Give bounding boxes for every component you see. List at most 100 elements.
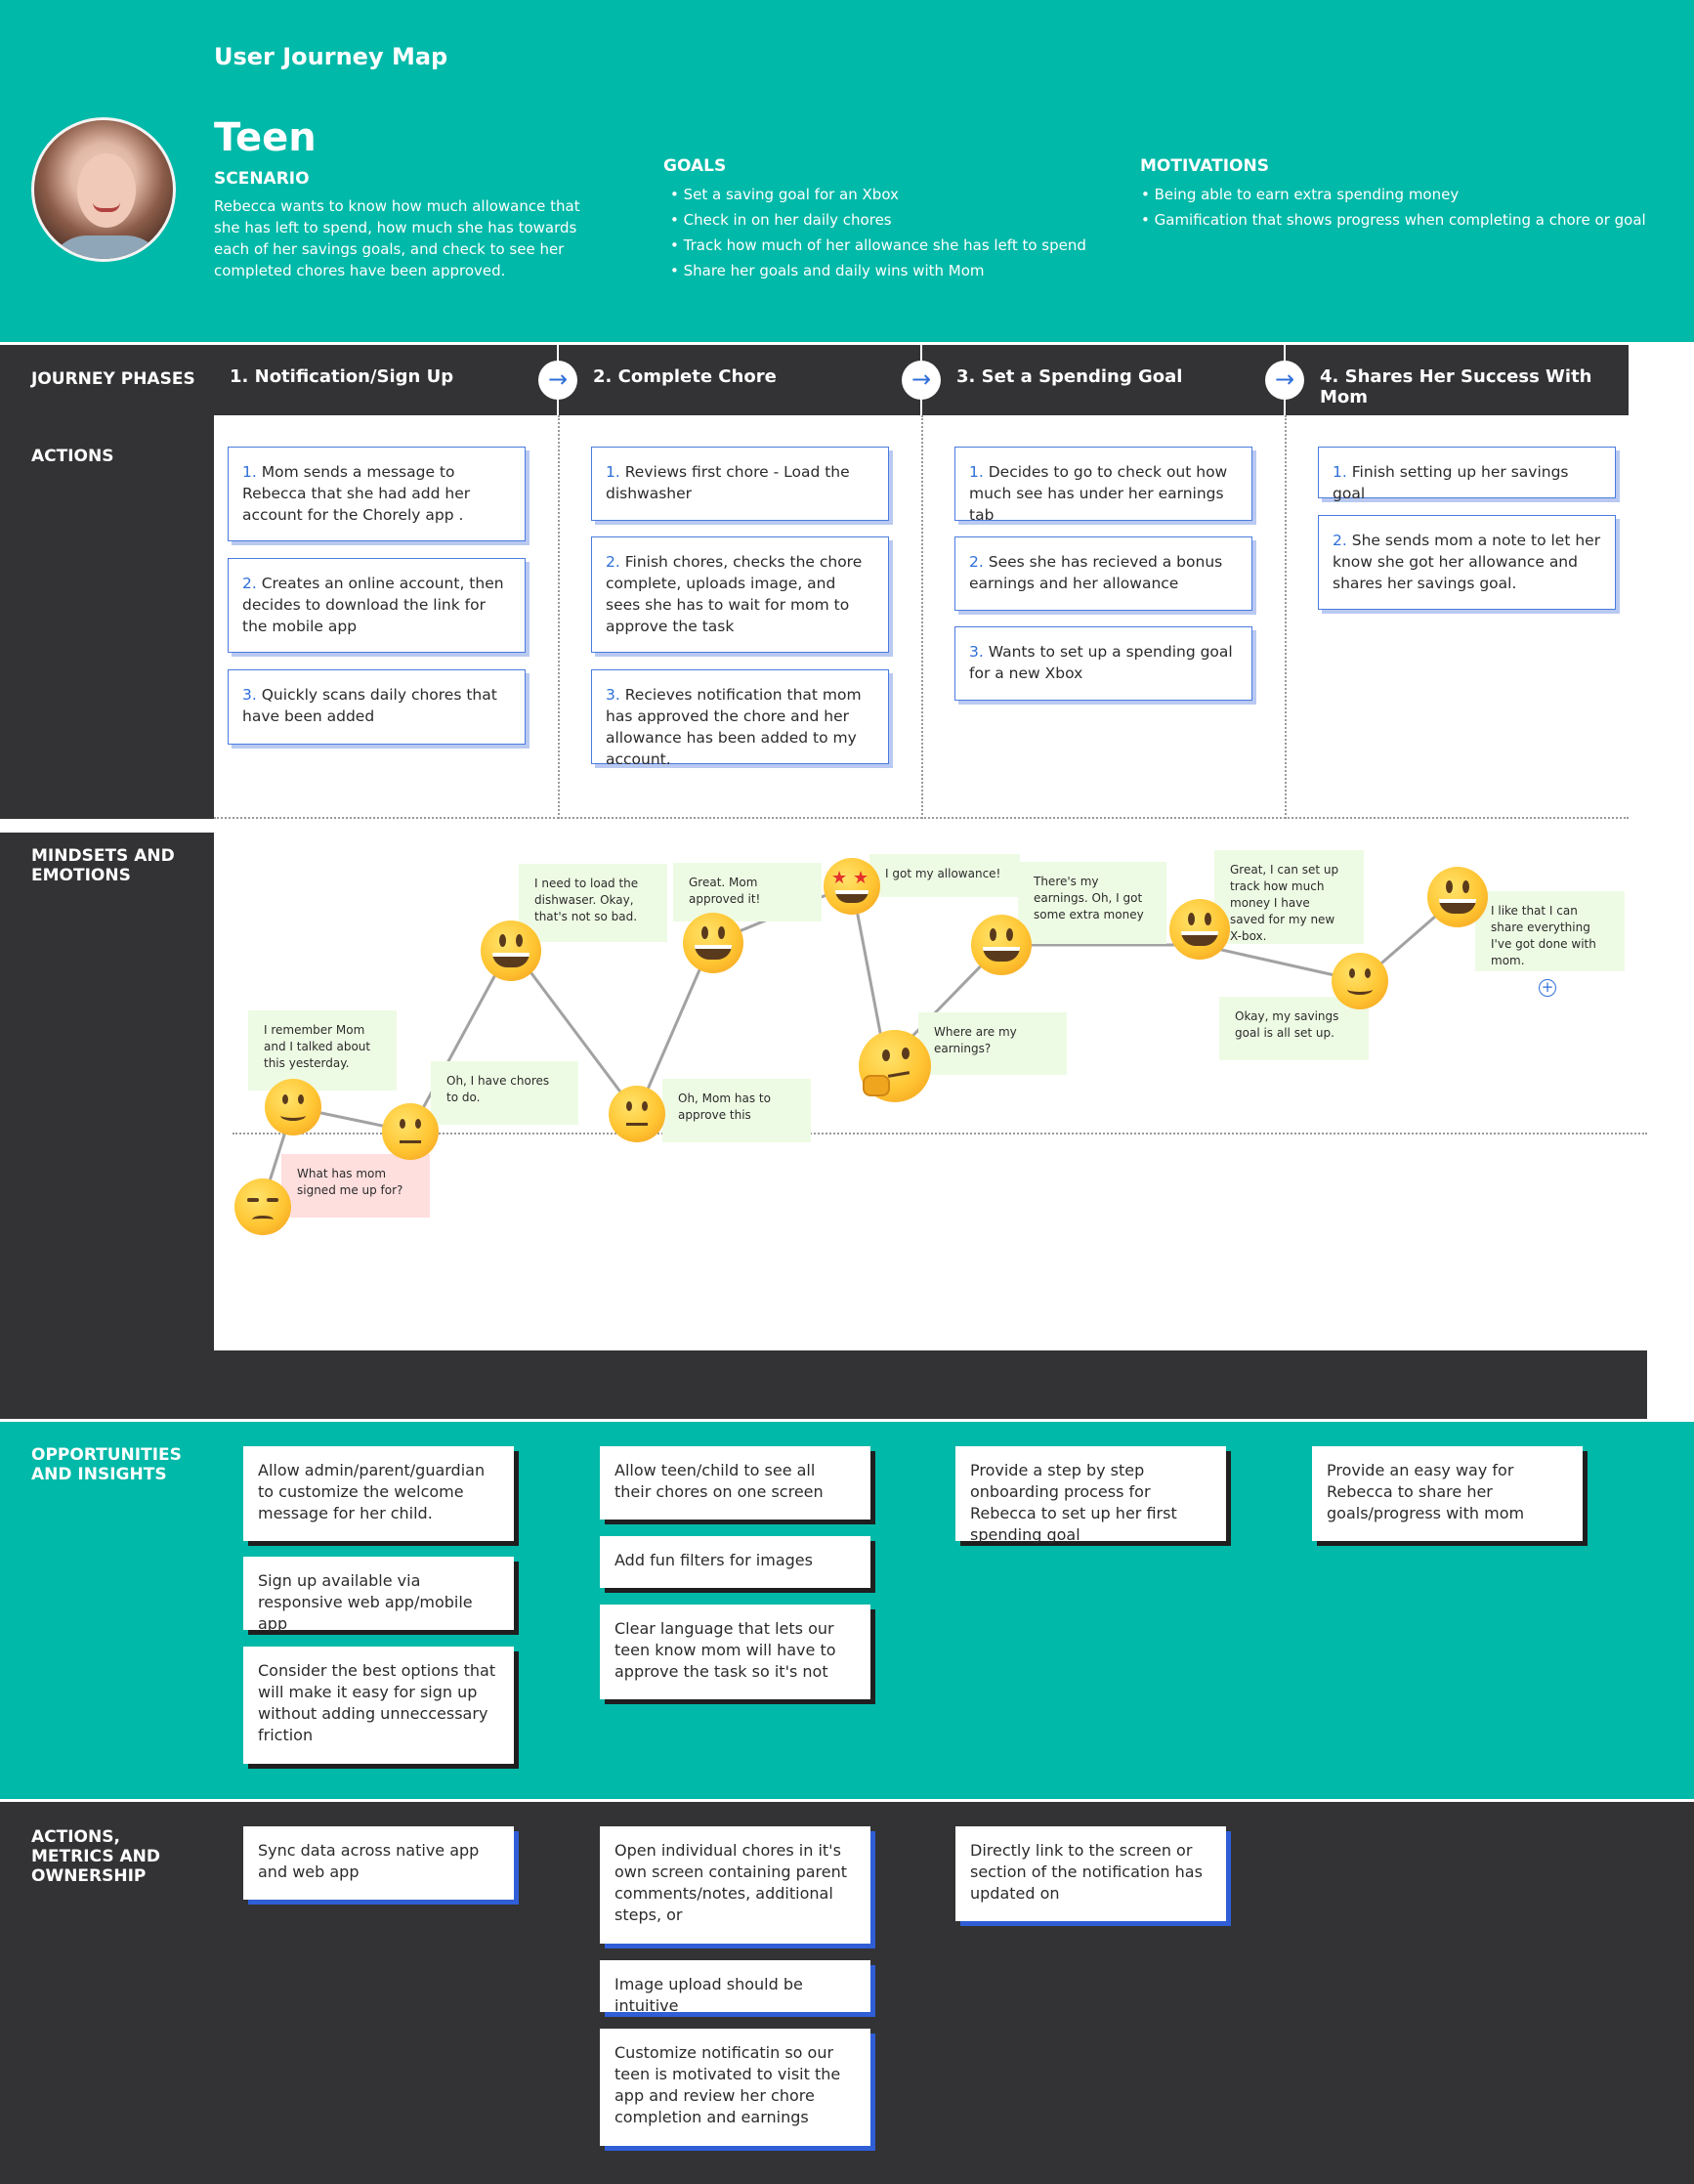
metric-sticky: Sync data across native app and web app bbox=[243, 1826, 514, 1900]
neutral-face-icon bbox=[609, 1086, 665, 1142]
column-divider bbox=[558, 415, 560, 819]
action-text: Wants to set up a spending goal for a ne… bbox=[969, 643, 1233, 682]
actions-label: ACTIONS bbox=[31, 447, 114, 466]
action-number: 2. bbox=[969, 553, 984, 571]
action-number: 1. bbox=[606, 463, 620, 481]
phase-3-title: 3. Set a Spending Goal bbox=[956, 366, 1183, 387]
scenario-text: Rebecca wants to know how much allowance… bbox=[214, 197, 580, 279]
page-title: User Journey Map bbox=[214, 43, 448, 70]
opportunity-sticky: Provide a step by step onboarding proces… bbox=[955, 1446, 1226, 1544]
unamused-face-icon bbox=[234, 1178, 291, 1235]
grinning-face-icon bbox=[1169, 899, 1230, 960]
action-text: Creates an online account, then decides … bbox=[242, 575, 504, 635]
action-number: 2. bbox=[1333, 532, 1347, 549]
opportunity-sticky: Sign up available via responsive web app… bbox=[243, 1557, 514, 1633]
action-number: 1. bbox=[1333, 463, 1347, 481]
avatar bbox=[31, 117, 176, 262]
metric-sticky: Directly link to the screen or section o… bbox=[955, 1826, 1226, 1921]
phase-1-title: 1. Notification/Sign Up bbox=[230, 366, 454, 387]
opportunity-sticky: Allow teen/child to see all their chores… bbox=[600, 1446, 870, 1520]
opportunity-sticky: Provide an easy way for Rebecca to share… bbox=[1312, 1446, 1583, 1541]
section-gap bbox=[0, 819, 214, 833]
action-card: 1. Reviews first chore - Load the dishwa… bbox=[591, 447, 889, 521]
phase-4-title: 4. Shares Her Success With Mom bbox=[1320, 366, 1592, 407]
emotion-note: I got my allowance! bbox=[869, 854, 1020, 897]
emotion-note: I like that I can share everything I've … bbox=[1475, 891, 1625, 971]
action-text: Reviews first chore - Load the dishwashe… bbox=[606, 463, 850, 502]
action-text: Quickly scans daily chores that have bee… bbox=[242, 686, 497, 725]
opportunity-sticky: Clear language that lets our teen know m… bbox=[600, 1605, 870, 1699]
journey-phases-label: JOURNEY PHASES bbox=[31, 369, 195, 389]
column-divider bbox=[1285, 415, 1287, 819]
mindsets-label: MINDSETS AND EMOTIONS bbox=[31, 846, 175, 885]
smiling-face-icon bbox=[265, 1079, 321, 1135]
action-text: Finish setting up her savings goal bbox=[1333, 463, 1569, 502]
action-card: 1. Mom sends a message to Rebecca that s… bbox=[228, 447, 526, 541]
actions-row-header: ACTIONS bbox=[0, 415, 214, 819]
neutral-baseline bbox=[233, 1133, 1647, 1135]
persona-name: Teen bbox=[214, 115, 317, 160]
opportunity-sticky: Consider the best options that will make… bbox=[243, 1647, 514, 1764]
row-divider bbox=[214, 817, 1629, 819]
motivations-list: Being able to earn extra spending money … bbox=[1141, 182, 1646, 233]
emotion-note: Oh, I have chores to do. bbox=[431, 1061, 578, 1125]
star-struck-face-icon: ★ ★ bbox=[824, 858, 880, 915]
action-text: Decides to go to check out how much see … bbox=[969, 463, 1228, 524]
opportunities-band: OPPORTUNITIES AND INSIGHTS Allow admin/p… bbox=[0, 1422, 1694, 1799]
emotion-note: Where are my earnings? bbox=[918, 1012, 1067, 1075]
neutral-face-icon bbox=[382, 1103, 439, 1160]
mindsets-row-header: MINDSETS AND EMOTIONS bbox=[0, 833, 214, 1419]
arrow-right-icon: → bbox=[538, 361, 577, 400]
action-text: Recieves notification that mom has appro… bbox=[606, 686, 862, 768]
emotion-note: I need to load the dishwaser. Okay, that… bbox=[519, 864, 667, 942]
goal-item: Set a saving goal for an Xbox bbox=[670, 182, 1086, 207]
emotion-note: Great, I can set up track how much money… bbox=[1214, 850, 1364, 944]
emotion-note: There's my earnings. Oh, I got some extr… bbox=[1018, 862, 1166, 944]
add-note-button[interactable]: + bbox=[1539, 979, 1556, 997]
thinking-face-icon bbox=[859, 1030, 931, 1102]
goal-item: Track how much of her allowance she has … bbox=[670, 233, 1086, 258]
action-number: 2. bbox=[606, 553, 620, 571]
action-card: 3. Recieves notification that mom has ap… bbox=[591, 669, 889, 768]
action-text: Sees she has recieved a bonus earnings a… bbox=[969, 553, 1223, 592]
action-card: 1. Decides to go to check out how much s… bbox=[954, 447, 1252, 524]
journey-phases-bar: JOURNEY PHASES 1. Notification/Sign Up 2… bbox=[0, 345, 1629, 415]
action-number: 1. bbox=[969, 463, 984, 481]
metric-sticky: Customize notificatin so our teen is mot… bbox=[600, 2029, 870, 2146]
opportunities-label: OPPORTUNITIES AND INSIGHTS bbox=[31, 1445, 182, 1484]
action-card: 2. She sends mom a note to let her know … bbox=[1318, 515, 1616, 610]
action-card: 2. Creates an online account, then decid… bbox=[228, 558, 526, 653]
grinning-face-icon bbox=[481, 921, 541, 981]
emotion-footer-band bbox=[214, 1350, 1647, 1419]
metric-sticky: Image upload should be intuitive bbox=[600, 1960, 870, 2015]
motivations-label: MOTIVATIONS bbox=[1140, 156, 1269, 176]
action-card: 1. Finish setting up her savings goal bbox=[1318, 447, 1616, 502]
goal-item: Check in on her daily chores bbox=[670, 207, 1086, 233]
emotion-note: Okay, my savings goal is all set up. bbox=[1219, 997, 1369, 1060]
phase-2-title: 2. Complete Chore bbox=[593, 366, 777, 387]
emotion-note: What has mom signed me up for? bbox=[281, 1154, 430, 1218]
opportunity-sticky: Allow admin/parent/guardian to customize… bbox=[243, 1446, 514, 1541]
goal-item: Share her goals and daily wins with Mom bbox=[670, 258, 1086, 283]
action-number: 1. bbox=[242, 463, 257, 481]
header: User Journey Map Teen SCENARIO Rebecca w… bbox=[0, 0, 1694, 342]
emotion-note: Oh, Mom has to approve this bbox=[662, 1079, 811, 1142]
action-text: Finish chores, checks the chore complete… bbox=[606, 553, 863, 635]
metrics-band: ACTIONS, METRICS AND OWNERSHIP Sync data… bbox=[0, 1802, 1694, 2184]
action-text: She sends mom a note to let her know she… bbox=[1333, 532, 1601, 592]
metric-sticky: Open individual chores in it's own scree… bbox=[600, 1826, 870, 1944]
action-card: 3. Wants to set up a spending goal for a… bbox=[954, 626, 1252, 701]
goals-list: Set a saving goal for an Xbox Check in o… bbox=[670, 182, 1086, 283]
arrow-right-icon: → bbox=[1265, 361, 1304, 400]
emotion-note: Great. Mom approved it! bbox=[673, 863, 822, 921]
arrow-right-icon: → bbox=[902, 361, 941, 400]
motivation-item: Gamification that shows progress when co… bbox=[1141, 207, 1646, 233]
action-number: 2. bbox=[242, 575, 257, 592]
metrics-label: ACTIONS, METRICS AND OWNERSHIP bbox=[31, 1827, 160, 1886]
grinning-face-icon bbox=[971, 915, 1032, 975]
action-card: 2. Finish chores, checks the chore compl… bbox=[591, 536, 889, 653]
action-number: 3. bbox=[242, 686, 257, 704]
action-card: 3. Quickly scans daily chores that have … bbox=[228, 669, 526, 745]
action-number: 3. bbox=[969, 643, 984, 661]
motivation-item: Being able to earn extra spending money bbox=[1141, 182, 1646, 207]
